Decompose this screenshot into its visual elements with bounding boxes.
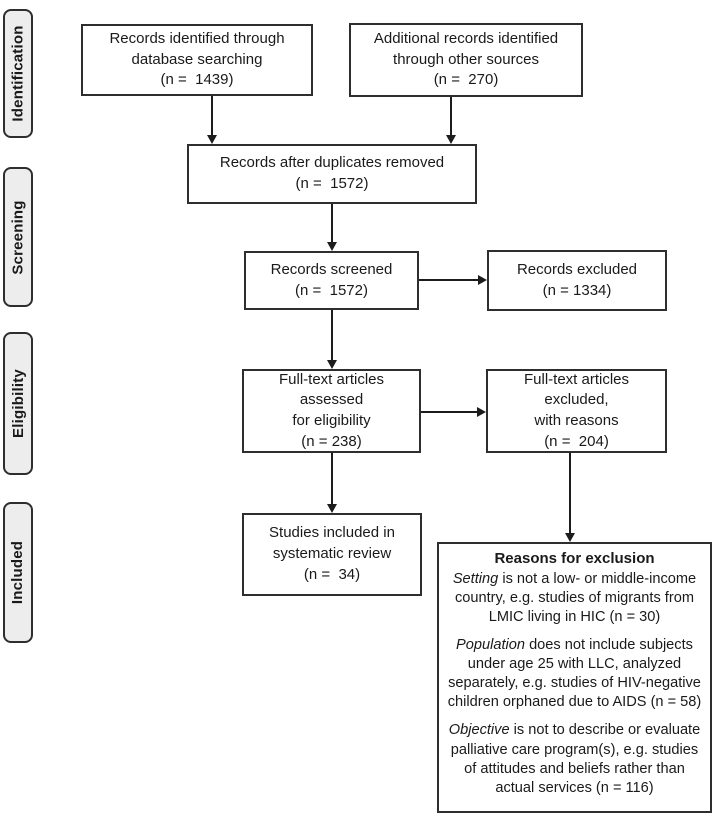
box-reasons-for-exclusion: Reasons for exclusion Setting is not a l… [437, 542, 712, 813]
box-records-excluded: Records excluded (n = 1334) [487, 250, 667, 311]
arrow-excluded-to-reasons [565, 453, 575, 542]
stage-label-text: Included [9, 540, 27, 605]
arrow-screened-to-fulltext [327, 310, 337, 369]
stage-label-eligibility: Eligibility [3, 332, 33, 475]
stage-label-included: Included [3, 502, 33, 643]
box-records-identified: Records identified through database sear… [81, 24, 313, 96]
box-fulltext-excluded: Full-text articles excluded, with reason… [486, 369, 667, 453]
box-records-screened: Records screened (n = 1572) [244, 251, 419, 310]
reason-population: Population does not include subjects und… [446, 636, 703, 712]
stage-label-text: Screening [9, 199, 27, 275]
reason-setting: Setting is not a low- or middle-income c… [446, 570, 703, 627]
box-additional-records: Additional records identified through ot… [349, 23, 583, 97]
arrow-duplicates-to-screened [327, 204, 337, 251]
box-fulltext-assessed: Full-text articles assessed for eligibil… [242, 369, 421, 453]
arrow-identified-to-duplicates [207, 96, 217, 144]
reason-text: is not a low- or middle-income country, … [454, 570, 697, 625]
arrow-additional-to-duplicates [446, 97, 456, 144]
stage-label-text: Identification [9, 25, 27, 122]
reasons-title: Reasons for exclusion [494, 550, 655, 567]
arrow-fulltext-to-included [327, 453, 337, 513]
reason-text: is not to describe or evaluate palliativ… [450, 722, 701, 796]
stage-label-identification: Identification [3, 9, 33, 138]
reason-lead: Setting [452, 570, 499, 587]
box-studies-included: Studies included in systematic review (n… [242, 513, 422, 596]
reason-lead: Objective [448, 722, 510, 739]
arrow-screened-to-excluded [419, 275, 487, 285]
reason-lead: Population [456, 636, 526, 653]
reason-objective: Objective is not to describe or evaluate… [446, 721, 703, 797]
stage-label-text: Eligibility [9, 369, 27, 438]
stage-label-screening: Screening [3, 167, 33, 307]
reason-text: does not include subjects under age 25 w… [447, 636, 702, 711]
box-records-after-duplicates: Records after duplicates removed (n = 15… [187, 144, 477, 204]
arrow-fulltext-to-excluded [421, 407, 486, 417]
